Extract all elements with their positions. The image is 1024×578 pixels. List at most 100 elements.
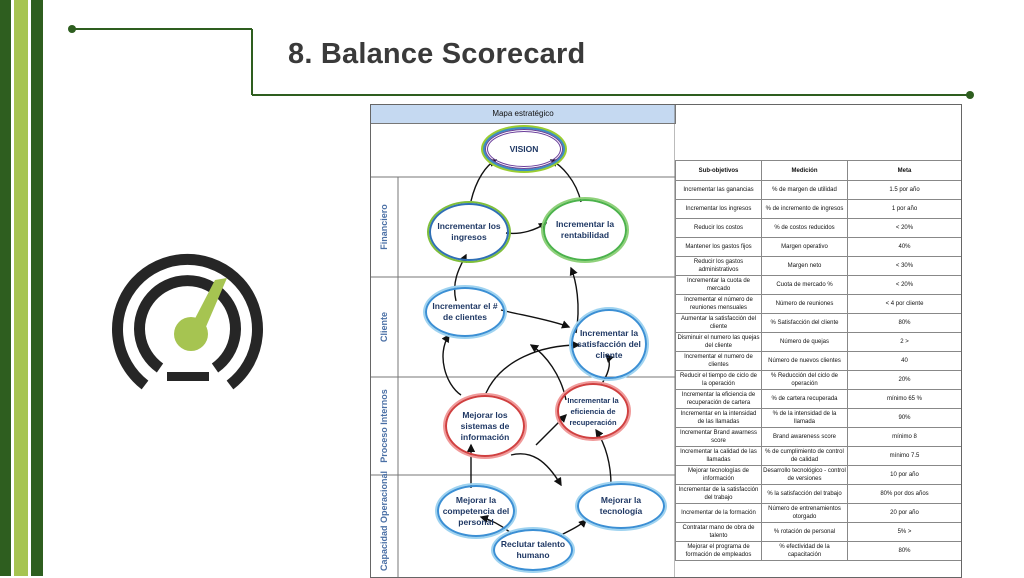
cell-meta: 2 > xyxy=(847,332,961,352)
cell-medicion: % rotación de personal xyxy=(761,522,848,542)
table-row: Disminuir el numero las quejas del clien… xyxy=(675,332,961,352)
node-mejorar-sistemas: Mejorar los sistemas de información xyxy=(445,395,525,457)
cell-medicion: Número de reuniones xyxy=(761,294,848,314)
cell-subobjetivo: Aumentar la satisfacción del cliente xyxy=(675,313,762,333)
cell-meta: < 30% xyxy=(847,256,961,276)
cell-meta: 80% por dos años xyxy=(847,484,961,504)
cell-meta: 20 por año xyxy=(847,503,961,523)
header-subobjetivos: Sub-objetivos xyxy=(675,160,762,181)
cell-subobjetivo: Mantener los gastos fijos xyxy=(675,237,762,257)
cell-medicion: % de incremento de ingresos xyxy=(761,199,848,219)
speedometer-icon xyxy=(112,253,263,390)
cell-subobjetivo: Incrementar de la formación xyxy=(675,503,762,523)
cell-meta: 90% xyxy=(847,408,961,428)
node-mejorar-tecnologia: Mejorar la tecnología xyxy=(577,483,665,529)
table-row: Incrementar en la intensidad de las llam… xyxy=(675,408,961,428)
cell-subobjetivo: Incrementar Brand awarness score xyxy=(675,427,762,447)
table-row: Incrementar la eficiencia de recuperació… xyxy=(675,389,961,409)
node-mejorar-competencia: Mejorar la competencia del personal xyxy=(437,485,515,537)
cell-medicion: % la satisfacción del trabajo xyxy=(761,484,848,504)
cell-subobjetivo: Incrementar los ingresos xyxy=(675,199,762,219)
cell-meta: < 20% xyxy=(847,275,961,295)
left-bar-dark xyxy=(0,0,11,576)
table-row: Mejorar el programa de formación de empl… xyxy=(675,541,961,561)
perspective-financiero: Financiero xyxy=(379,204,389,250)
cell-subobjetivo: Contratar mano de obra de talento xyxy=(675,522,762,542)
slide-title: 8. Balance Scorecard xyxy=(288,38,586,70)
table-header-row: Sub-objetivos Medición Meta xyxy=(675,160,961,181)
node-incrementar-eficiencia: Incrementar la eficiencia de recuperació… xyxy=(557,383,629,439)
table-row: Contratar mano de obra de talento% rotac… xyxy=(675,522,961,542)
cell-meta: 40 xyxy=(847,351,961,371)
cell-meta: 10 por año xyxy=(847,465,961,485)
cell-subobjetivo: Incrementar las ganancias xyxy=(675,180,762,200)
cell-subobjetivo: Disminuir el numero las quejas del clien… xyxy=(675,332,762,352)
perspective-capacidad-operacional: Capacidad Operacional xyxy=(379,470,389,571)
cell-medicion: Número de quejas xyxy=(761,332,848,352)
cell-medicion: % de cartera recuperada xyxy=(761,389,848,409)
cell-medicion: Margen neto xyxy=(761,256,848,276)
cell-meta: mínimo 8 xyxy=(847,427,961,447)
table-row: Reducir el tiempo de ciclo de la operaci… xyxy=(675,370,961,390)
node-reclutar-talento: Reclutar talento humano xyxy=(493,529,573,571)
cell-subobjetivo: Incrementar en la intensidad de las llam… xyxy=(675,408,762,428)
left-bar-dark-2 xyxy=(31,0,43,576)
cell-subobjetivo: Incrementar la cuota de mercado xyxy=(675,275,762,295)
cell-subobjetivo: Incrementar de la satisfacción del traba… xyxy=(675,484,762,504)
cell-medicion: Margen operativo xyxy=(761,237,848,257)
cell-meta: 20% xyxy=(847,370,961,390)
cell-meta: 80% xyxy=(847,541,961,561)
cell-subobjetivo: Incrementar el número de reuniones mensu… xyxy=(675,294,762,314)
cell-meta: 80% xyxy=(847,313,961,333)
cell-meta: < 20% xyxy=(847,218,961,238)
table-row: Incrementar el número de reuniones mensu… xyxy=(675,294,961,314)
cell-medicion: % de margen de utilidad xyxy=(761,180,848,200)
cell-medicion: Cuota de mercado % xyxy=(761,275,848,295)
table-row: Incrementar de la satisfacción del traba… xyxy=(675,484,961,504)
scorecard-table: Sub-objetivos Medición Meta Incrementar … xyxy=(675,160,961,561)
cell-subobjetivo: Reducir el tiempo de ciclo de la operaci… xyxy=(675,370,762,390)
cell-medicion: Número de entrenamientos otorgado xyxy=(761,503,848,523)
node-incrementar-ingresos: Incrementar los ingresos xyxy=(429,203,509,261)
cell-meta: 1 por año xyxy=(847,199,961,219)
cell-medicion: Desarrollo tecnológico - control de vers… xyxy=(761,465,848,485)
table-row: Incrementar los ingresos% de incremento … xyxy=(675,199,961,219)
left-bar-light xyxy=(14,0,28,576)
cell-subobjetivo: Mejorar tecnologías de información xyxy=(675,465,762,485)
header-medicion: Medición xyxy=(761,160,848,181)
cell-meta: 1.5 por año xyxy=(847,180,961,200)
cell-subobjetivo: Incrementar el numero de clientes xyxy=(675,351,762,371)
table-body: Incrementar las ganancias% de margen de … xyxy=(675,180,961,561)
cell-meta: < 4 por cliente xyxy=(847,294,961,314)
cell-meta: 5% > xyxy=(847,522,961,542)
cell-medicion: Número de nuevos clientes xyxy=(761,351,848,371)
cell-meta: mínimo 65 % xyxy=(847,389,961,409)
perspective-procesos-internos: Proceso Internos xyxy=(379,389,389,463)
cell-medicion: % de cumplimiento de control de calidad xyxy=(761,446,848,466)
node-vision: VISION xyxy=(485,129,563,169)
cell-medicion: % Reducción del ciclo de operación xyxy=(761,370,848,390)
perspective-cliente: Cliente xyxy=(379,312,389,343)
cell-subobjetivo: Reducir los gastos administrativos xyxy=(675,256,762,276)
node-incrementar-clientes: Incrementar el # de clientes xyxy=(425,287,505,337)
cell-subobjetivo: Incrementar la eficiencia de recuperació… xyxy=(675,389,762,409)
map-header: Mapa estratégico xyxy=(371,105,676,124)
cell-medicion: % efectividad de la capacitación xyxy=(761,541,848,561)
scorecard-document: Mapa estratégico Financiero Cliente xyxy=(370,104,962,578)
cell-medicion: % de la intensidad de la llamada xyxy=(761,408,848,428)
cell-meta: 40% xyxy=(847,237,961,257)
cell-subobjetivo: Reducir los costos xyxy=(675,218,762,238)
table-row: Incrementar la calidad de las llamadas% … xyxy=(675,446,961,466)
cell-medicion: % Satisfacción del cliente xyxy=(761,313,848,333)
cell-medicion: Brand awareness score xyxy=(761,427,848,447)
node-incrementar-rentabilidad: Incrementar la rentabilidad xyxy=(543,199,627,261)
cell-meta: mínimo 7.5 xyxy=(847,446,961,466)
